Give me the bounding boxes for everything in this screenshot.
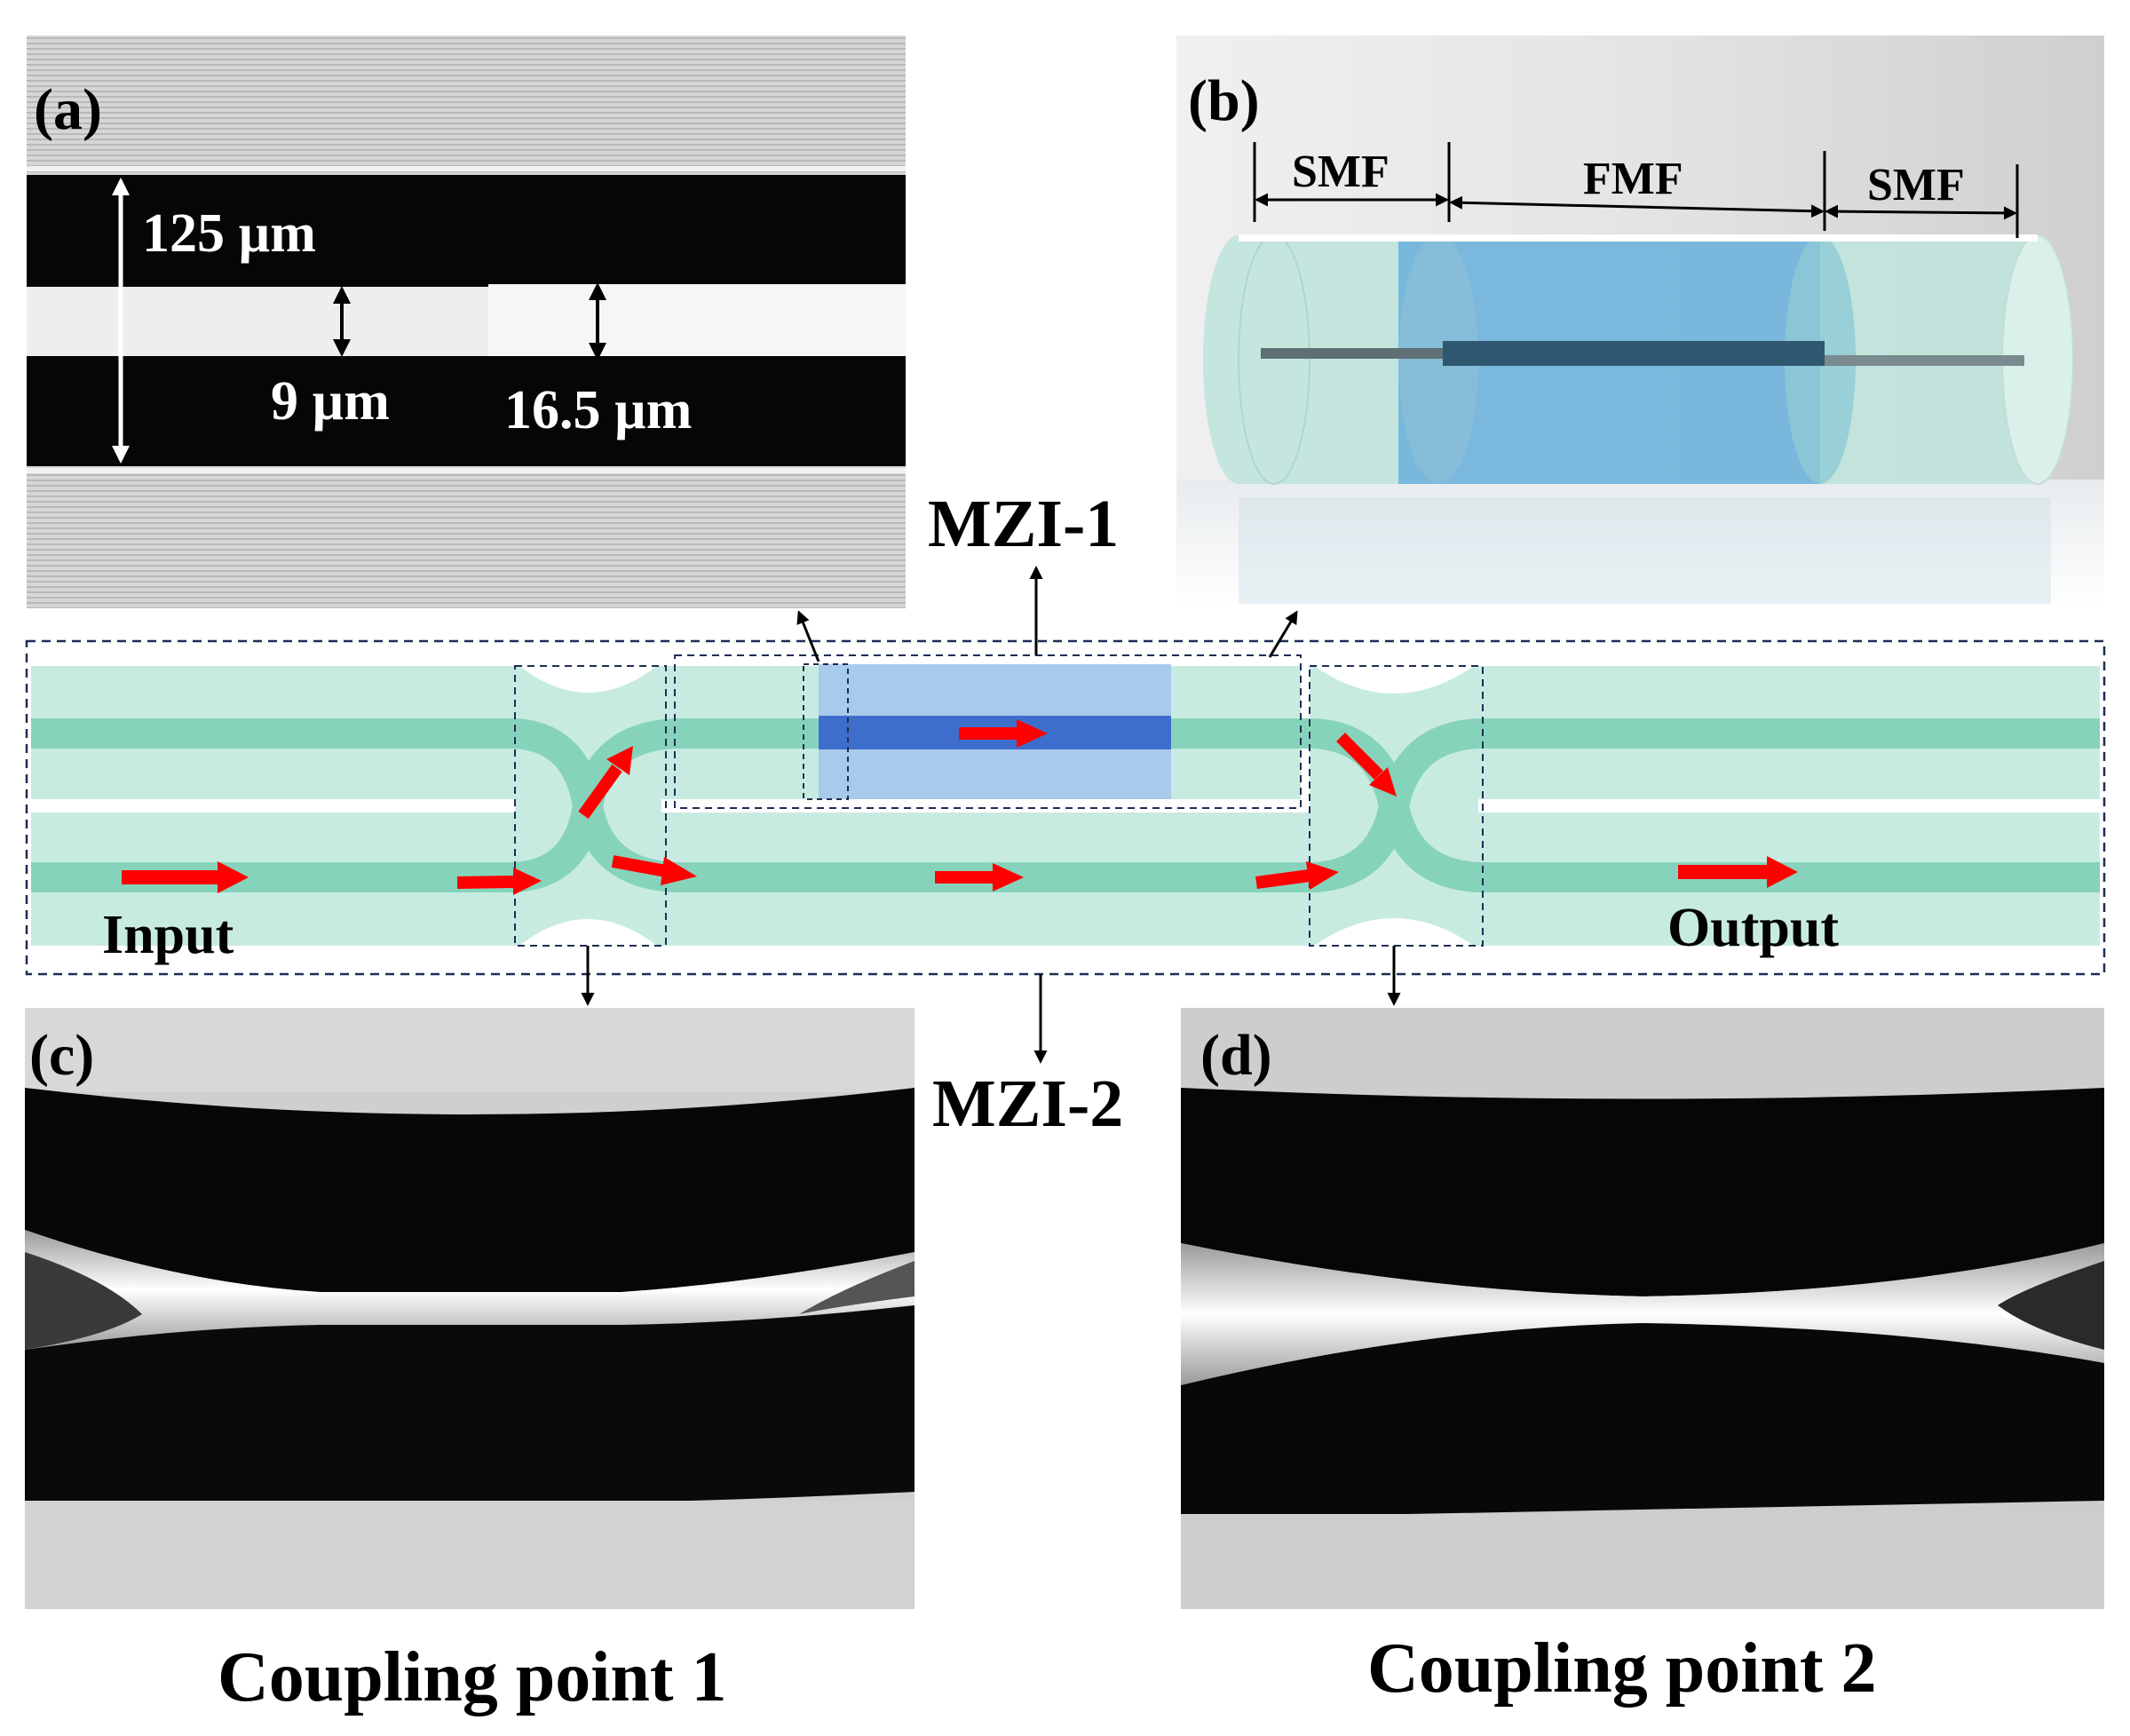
arrow-coupler-2-down xyxy=(1336,733,1397,797)
fmf-core xyxy=(1443,341,1825,366)
arrow-input xyxy=(122,861,249,893)
label-9um: 9 µm xyxy=(271,371,390,432)
label-125um: 125 µm xyxy=(142,203,316,264)
panel-a-label: (a) xyxy=(34,77,102,142)
panel-c-bottom-light xyxy=(25,1501,915,1609)
fiber-reflection xyxy=(1239,497,2051,604)
smf-core-left xyxy=(1261,348,1452,359)
arrow-lower-mid xyxy=(935,863,1024,892)
panel-a-cladding-top xyxy=(27,175,906,287)
connector-to-panel-b xyxy=(1268,610,1298,658)
dim-smf-right xyxy=(1825,204,2017,220)
panel-d-lower-fiber xyxy=(1181,1323,2104,1518)
panel-c-bright-core xyxy=(25,1230,915,1350)
coupler-2-notch-bottom xyxy=(1314,918,1474,946)
splice-box xyxy=(803,663,849,800)
label-fmf: FMF xyxy=(1583,154,1683,204)
arrow-coupler-1-up xyxy=(578,746,633,820)
coupler-2-notch-top xyxy=(1314,666,1474,694)
arrow-into-coupler-1 xyxy=(456,868,542,895)
panel-d-bright-core xyxy=(1181,1243,2104,1385)
panel-c-label: (c) xyxy=(29,1023,94,1088)
panel-c-right-glow xyxy=(799,1261,915,1314)
panel-d-bottom-light xyxy=(1181,1514,2104,1609)
panel-b: (b) SMF FMF SMF xyxy=(1176,36,2104,608)
coupler-2-box xyxy=(1309,665,1484,947)
panel-a-cladding-bottom xyxy=(27,356,906,466)
label-input: Input xyxy=(102,905,234,965)
panel-c-upper-fiber xyxy=(25,1088,915,1292)
connector-to-panel-a xyxy=(796,610,820,662)
panel-c-left-glow xyxy=(25,1252,142,1350)
dim-fmf xyxy=(1449,195,1825,218)
panel-d: (d) Coupling point 2 xyxy=(1181,1008,2104,1708)
label-output: Output xyxy=(1667,898,1839,958)
label-mzi-2: MZI-2 xyxy=(932,1066,1123,1141)
schematic: MZI-1 MZI-2 Input Output xyxy=(25,487,2106,1141)
panel-a-fmf-core-band xyxy=(488,284,906,359)
arrow-coupler-1-down xyxy=(611,855,697,885)
label-mzi-1: MZI-1 xyxy=(928,487,1119,561)
smf-segment-left xyxy=(1203,235,1443,484)
coupler-1-box xyxy=(514,665,667,947)
schematic-outer-box xyxy=(25,639,2106,976)
smf-core-right xyxy=(1825,355,2024,366)
panel-b-floor xyxy=(1176,480,2104,608)
signal-arrows xyxy=(122,719,1798,895)
label-16-5um: 16.5 µm xyxy=(504,380,692,440)
caption-coupling-point-1: Coupling point 1 xyxy=(218,1638,727,1716)
panel-d-right-glow xyxy=(1998,1261,2104,1350)
arrow-fmf xyxy=(959,719,1048,748)
panel-c-lower-fiber xyxy=(25,1305,915,1506)
arrow-into-coupler-2 xyxy=(1255,861,1339,890)
mzi-1-box xyxy=(674,654,1302,809)
fmf-left-end xyxy=(1398,235,1478,484)
panel-b-label: (b) xyxy=(1188,68,1260,133)
coupler-1-notch-top xyxy=(519,666,657,693)
panel-a: (a) 125 µm 9 µm 16.5 µm xyxy=(27,36,906,608)
panel-c-top-light xyxy=(25,1008,915,1092)
panel-d-upper-fiber xyxy=(1181,1088,2104,1296)
panel-c: (c) Coupling point 1 xyxy=(25,1008,915,1716)
arrow-output xyxy=(1678,856,1798,888)
caption-coupling-point-2: Coupling point 2 xyxy=(1367,1629,1877,1708)
label-smf-right: SMF xyxy=(1867,160,1965,210)
label-smf-left: SMF xyxy=(1292,147,1390,197)
coupler-1-notch-bottom xyxy=(519,919,657,946)
panel-d-label: (d) xyxy=(1200,1023,1272,1088)
